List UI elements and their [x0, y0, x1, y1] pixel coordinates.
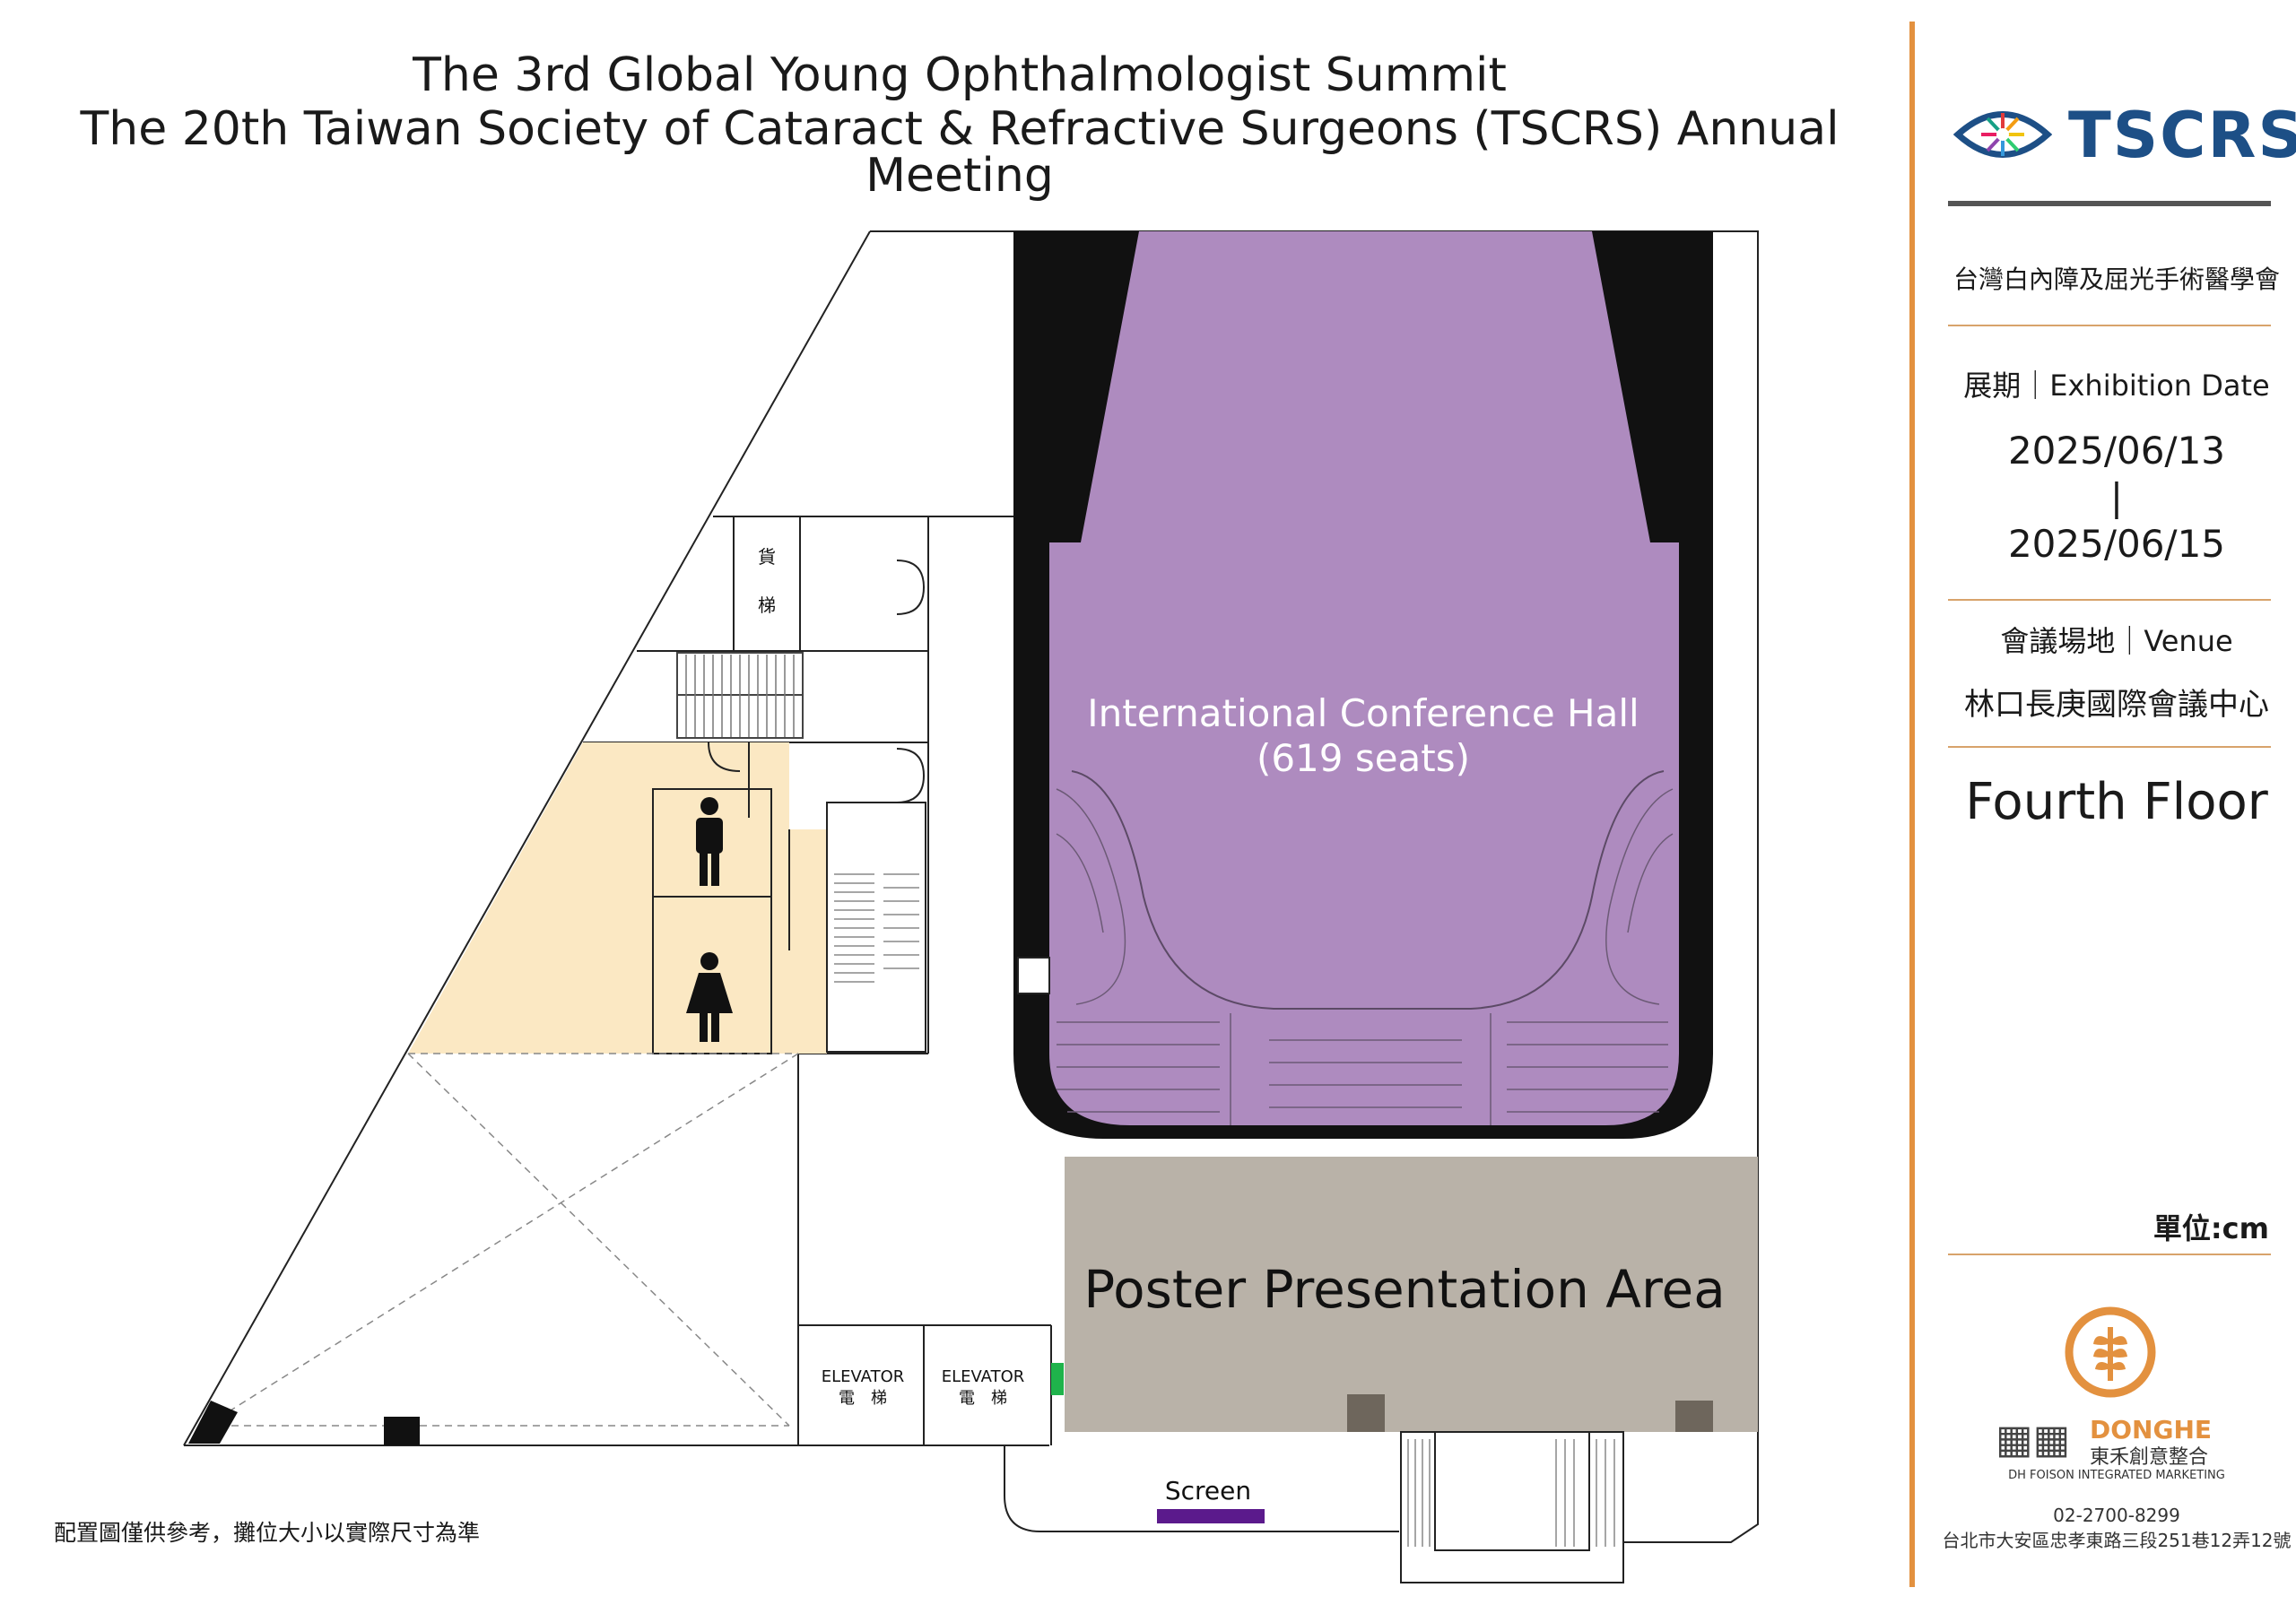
logo-underline [1948, 201, 2271, 206]
organizer-phone: 02-2700-8299 [2053, 1505, 2180, 1526]
freight-elevator [733, 516, 801, 652]
eye-logo-icon [1953, 111, 2052, 158]
hall-door-notch [1017, 957, 1050, 994]
freight-elevator-label-1: 貨 [758, 546, 776, 568]
diagonal-outer-wall [183, 230, 871, 1446]
double-door [896, 748, 925, 803]
organizer-address: 台北市大安區忠孝東路三段251巷12弄12號 [1942, 1530, 2292, 1551]
stage-curve [1071, 770, 1665, 1010]
divider [1948, 1254, 2271, 1255]
floor-name: Fourth Floor [1965, 773, 2268, 831]
title-line-2: The 20th Taiwan Society of Cataract & Re… [80, 102, 1839, 203]
column [188, 1401, 238, 1444]
elevator-1-cn: 電 梯 [839, 1389, 887, 1408]
conference-hall [1049, 231, 1679, 1125]
organizer-brand-cn: 東禾創意整合 [2090, 1446, 2209, 1469]
freight-elevator-label-2: 梯 [758, 594, 776, 616]
column [384, 1417, 420, 1445]
open-void-area [205, 1053, 799, 1427]
venue-label: 會議場地｜Venue [2000, 624, 2233, 658]
organizer-brand-en: DONGHE [2090, 1415, 2213, 1444]
screen-label: Screen [1165, 1476, 1251, 1505]
unit-label: 單位:cm [2152, 1211, 2269, 1245]
date-separator: | [2109, 475, 2124, 519]
staircase-middle [826, 802, 926, 1053]
staircase-bottom-treads [1407, 1439, 1615, 1547]
poster-presentation-area [1065, 1157, 1758, 1432]
tscrs-logo-text: TSCRS [2068, 99, 2296, 172]
column [1675, 1401, 1713, 1432]
society-name-cn: 台灣白內障及屈光手術醫學會 [1952, 265, 2280, 294]
organizer-brand-sub: DH FOISON INTEGRATED MARKETING [2008, 1469, 2225, 1482]
sidebar-accent-bar [1909, 22, 1915, 1587]
hall-name: International Conference Hall [1087, 691, 1639, 735]
floor-plan: 貨 梯 [183, 230, 1759, 1583]
screen [1157, 1509, 1265, 1523]
donghe-mark: ▦▦ [1996, 1417, 2085, 1462]
disclaimer-note: 配置圖僅供參考，攤位大小以實際尺寸為準 [54, 1520, 481, 1546]
staircase-top-treads [685, 655, 795, 737]
date-label: 展期｜Exhibition Date [1963, 369, 2270, 403]
date-start: 2025/06/13 [2007, 429, 2226, 473]
double-door [896, 560, 925, 615]
title-line-1: The 3rd Global Young Ophthalmologist Sum… [413, 48, 1507, 102]
poster-area-label: Poster Presentation Area [1083, 1259, 1725, 1320]
elevator-1-en: ELEVATOR [822, 1367, 905, 1386]
column [1347, 1394, 1385, 1432]
seating-rows [1056, 788, 1674, 1125]
restroom-door [708, 742, 741, 772]
donghe-logo-icon [2065, 1306, 2156, 1398]
female-restroom-icon [686, 952, 733, 1042]
staircase-middle-treads [834, 873, 919, 983]
hall-seats: (619 seats) [1257, 736, 1470, 780]
elevator-2-cn: 電 梯 [959, 1389, 1007, 1408]
green-exit-marker [1051, 1363, 1064, 1395]
date-end: 2025/06/15 [2007, 522, 2226, 566]
donghe-mark-icon: ▦▦ [1996, 1417, 2071, 1462]
male-restroom-icon [696, 797, 723, 886]
venue-name: 林口長庚國際會議中心 [1964, 687, 2269, 723]
divider [1948, 325, 2271, 326]
staircase-bottom [1400, 1431, 1624, 1583]
elevator-2-en: ELEVATOR [942, 1367, 1025, 1386]
divider [1948, 746, 2271, 748]
divider [1948, 599, 2271, 601]
lower-corridor [1004, 1445, 1399, 1532]
